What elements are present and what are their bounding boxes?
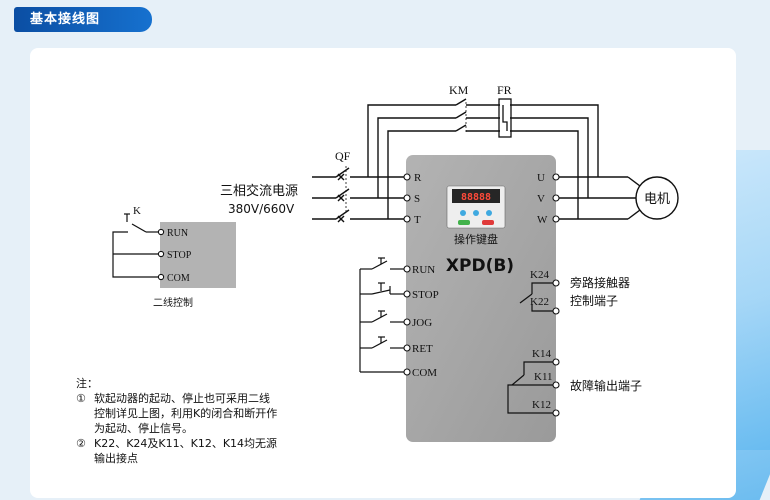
terminal-v-label: V bbox=[537, 193, 545, 205]
note-2-line: K22、K24及K11、K12、K14均无源 bbox=[94, 437, 278, 450]
fault-contacts bbox=[507, 361, 556, 414]
keypad-button[interactable] bbox=[473, 210, 479, 216]
keypad-display bbox=[452, 189, 500, 203]
terminal-k24-label: K24 bbox=[530, 269, 549, 281]
note-1-number: ① bbox=[76, 392, 86, 405]
terminal-k22-label: K22 bbox=[530, 296, 549, 308]
two-wire-terminals bbox=[157, 228, 165, 281]
terminal-w-label: W bbox=[537, 214, 548, 226]
terminal-k11-label: K11 bbox=[534, 371, 553, 383]
bypass-label-line2: 控制端子 bbox=[570, 294, 618, 308]
soft-starter-body bbox=[406, 155, 556, 442]
fr-label: FR bbox=[497, 83, 512, 97]
fr-thermal-relay bbox=[498, 98, 512, 138]
note-2-number: ② bbox=[76, 437, 86, 450]
two-wire-com-label: COM bbox=[167, 273, 190, 284]
bypass-contacts bbox=[519, 282, 556, 312]
power-source-label: 三相交流电源 bbox=[220, 183, 298, 199]
control-ret-label: RET bbox=[412, 343, 433, 355]
km-contacts bbox=[455, 98, 467, 134]
device-model: XPD(B) bbox=[446, 256, 514, 276]
input-terminals bbox=[403, 173, 411, 223]
note-1-line: 软起动器的起动、停止也可采用二线 bbox=[94, 392, 270, 405]
km-label: KM bbox=[449, 83, 469, 97]
note-2-text: K22、K24及K11、K12、K14均无源 输出接点 bbox=[94, 436, 336, 466]
control-com-label: COM bbox=[412, 367, 437, 379]
qf-breaker bbox=[335, 166, 350, 223]
note-2-line: 输出接点 bbox=[94, 452, 138, 465]
section-title: 基本接线图 bbox=[14, 7, 152, 32]
keypad-display-digits: 88888 bbox=[461, 192, 491, 203]
keypad-button[interactable] bbox=[486, 210, 492, 216]
power-input-lines bbox=[312, 176, 404, 220]
two-wire-box bbox=[160, 222, 236, 288]
output-lines bbox=[558, 176, 641, 220]
notes: 注： ① 软起动器的起动、停止也可采用二线 控制详见上图，利用K的闭合和断开作 … bbox=[76, 376, 336, 466]
note-1: ① 软起动器的起动、停止也可采用二线 控制详见上图，利用K的闭合和断开作 为起动… bbox=[76, 391, 336, 436]
terminal-r-label: R bbox=[414, 172, 422, 184]
note-1-line: 为起动、停止信号。 bbox=[94, 422, 193, 435]
terminal-k12-label: K12 bbox=[532, 399, 551, 411]
keypad-label: 操作键盘 bbox=[454, 232, 498, 246]
keypad-button[interactable] bbox=[460, 210, 466, 216]
control-terminals bbox=[403, 265, 411, 376]
terminal-s-label: S bbox=[414, 193, 420, 205]
motor-label: 电机 bbox=[644, 192, 670, 207]
fault-terminals bbox=[552, 358, 560, 417]
two-wire-k-label: K bbox=[133, 205, 141, 217]
notes-label: 注： bbox=[76, 377, 98, 390]
two-wire-wiring bbox=[112, 213, 161, 278]
control-wiring bbox=[359, 257, 404, 373]
terminal-t-label: T bbox=[414, 214, 421, 226]
bypass-terminals bbox=[552, 279, 560, 315]
two-wire-caption: 二线控制 bbox=[153, 296, 193, 309]
note-1-text: 软起动器的起动、停止也可采用二线 控制详见上图，利用K的闭合和断开作 为起动、停… bbox=[94, 391, 336, 436]
bypass-power-lines bbox=[367, 104, 599, 219]
control-jog-label: JOG bbox=[412, 317, 432, 329]
two-wire-stop-label: STOP bbox=[167, 250, 192, 261]
terminal-u-label: U bbox=[537, 172, 545, 184]
control-stop-label: STOP bbox=[412, 289, 439, 301]
note-1-line: 控制详见上图，利用K的闭合和断开作 bbox=[94, 407, 278, 420]
output-terminals bbox=[552, 173, 560, 223]
keypad-start-button[interactable] bbox=[458, 220, 470, 225]
qf-label: QF bbox=[335, 149, 351, 163]
terminal-k14-label: K14 bbox=[532, 348, 551, 360]
motor-symbol bbox=[635, 176, 679, 220]
power-voltage-label: 380V/660V bbox=[228, 202, 295, 216]
control-run-label: RUN bbox=[412, 264, 435, 276]
diagram-card bbox=[30, 48, 736, 498]
note-2: ② K22、K24及K11、K12、K14均无源 输出接点 bbox=[76, 436, 336, 466]
two-wire-run-label: RUN bbox=[167, 228, 188, 239]
bypass-label-line1: 旁路接触器 bbox=[570, 275, 630, 290]
keypad-stop-button[interactable] bbox=[482, 220, 494, 225]
fault-output-label: 故障输出端子 bbox=[570, 378, 642, 393]
